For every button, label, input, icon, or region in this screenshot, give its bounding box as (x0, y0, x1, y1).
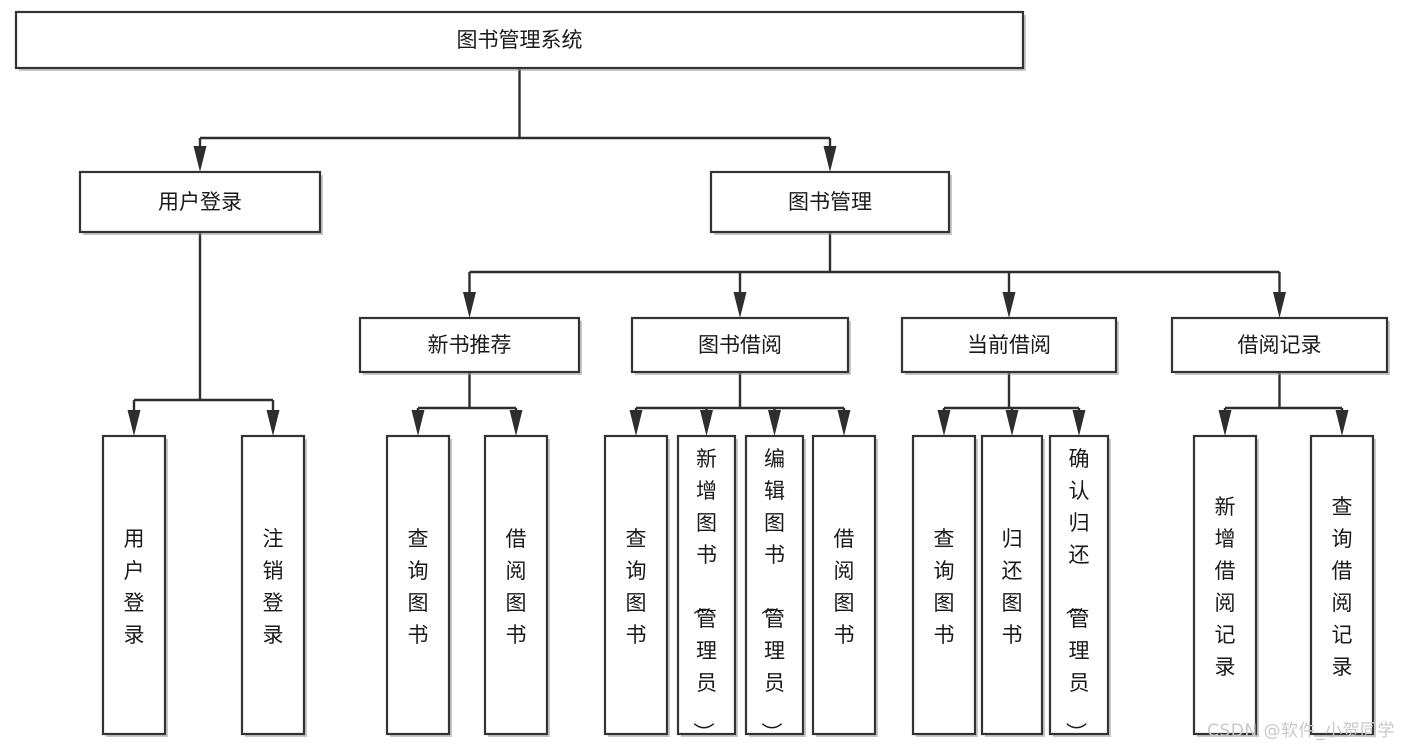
node-leaf-edit-book[interactable]: 编辑图书（管理员） (744, 434, 806, 743)
node-box[interactable] (980, 434, 1044, 736)
node-leaf-query-book-1[interactable]: 查询图书 (385, 434, 452, 737)
node-leaf-borrow-book-1[interactable]: 借阅图书 (483, 434, 550, 737)
node-box[interactable] (676, 434, 737, 736)
node-label: 用户登录 (124, 527, 145, 647)
connector-group-book-borrow (629, 372, 851, 436)
node-label: 用户登录 (158, 190, 242, 214)
node-leaf-query-record[interactable]: 查询借阅记录 (1309, 434, 1376, 737)
connector-group-current-borrow (937, 372, 1086, 436)
node-box[interactable] (1170, 316, 1389, 374)
node-box[interactable] (1309, 434, 1375, 736)
node-label: 编辑图书（管理员） (759, 447, 785, 743)
node-label: 借阅图书 (834, 527, 855, 647)
node-root[interactable]: 图书管理系统 (14, 10, 1026, 71)
nodes-layer: 图书管理系统用户登录图书管理新书推荐图书借阅当前借阅借阅记录用户登录注销登录查询… (14, 10, 1390, 743)
node-label: 图书管理系统 (457, 28, 583, 52)
node-borrow-record[interactable]: 借阅记录 (1170, 316, 1390, 375)
connector-group-user-login (127, 232, 280, 436)
arrow-head-icon (463, 292, 476, 318)
node-box[interactable] (101, 434, 167, 736)
node-box[interactable] (811, 434, 877, 736)
node-label: 查询图书 (408, 527, 429, 647)
node-label: 借阅图书 (506, 527, 527, 647)
arrow-head-icon (509, 410, 523, 436)
arrow-head-icon (1273, 292, 1286, 318)
node-box[interactable] (78, 170, 322, 234)
node-box[interactable] (709, 170, 951, 234)
node-label: 注销登录 (263, 527, 284, 647)
node-leaf-logout[interactable]: 注销登录 (240, 434, 307, 737)
node-label: 图书管理 (788, 190, 872, 214)
arrow-head-icon (768, 410, 781, 436)
arrow-head-icon (629, 410, 643, 436)
arrow-head-icon (266, 410, 280, 436)
arrow-head-icon (837, 410, 851, 436)
node-label: 新增借阅记录 (1215, 495, 1236, 679)
node-label: 图书借阅 (698, 333, 782, 357)
arrow-head-icon (193, 146, 207, 172)
node-box[interactable] (483, 434, 549, 736)
node-box[interactable] (1192, 434, 1258, 736)
connector-group-new-book-recommend (411, 372, 523, 436)
node-book-borrow[interactable]: 图书借阅 (630, 316, 851, 375)
arrow-head-icon (700, 410, 713, 436)
connector-group-root (193, 68, 837, 172)
arrow-head-icon (127, 410, 141, 436)
arrow-head-icon (1218, 410, 1232, 436)
node-leaf-return-book[interactable]: 归还图书 (980, 434, 1045, 737)
node-leaf-query-book-3[interactable]: 查询图书 (911, 434, 978, 737)
node-box[interactable] (603, 434, 669, 736)
arrow-head-icon (1002, 292, 1016, 318)
node-book-manage[interactable]: 图书管理 (709, 170, 952, 235)
arrow-head-icon (733, 292, 747, 318)
connector-group-borrow-record (1218, 372, 1349, 436)
node-leaf-query-book-2[interactable]: 查询图书 (603, 434, 670, 737)
node-box[interactable] (1048, 434, 1110, 736)
connector-group-book-manage (463, 232, 1286, 318)
node-box[interactable] (385, 434, 451, 736)
node-box[interactable] (14, 10, 1025, 70)
connectors-layer (127, 68, 1349, 436)
node-label: 查询图书 (934, 527, 955, 647)
node-new-book-recommend[interactable]: 新书推荐 (358, 316, 582, 375)
arrow-head-icon (1072, 410, 1086, 436)
arrow-head-icon (411, 410, 425, 436)
node-box[interactable] (358, 316, 581, 374)
node-label: 归还图书 (1002, 527, 1023, 647)
node-current-borrow[interactable]: 当前借阅 (900, 316, 1119, 375)
arrow-head-icon (937, 410, 951, 436)
node-box[interactable] (744, 434, 805, 736)
node-user-login[interactable]: 用户登录 (78, 170, 323, 235)
node-leaf-add-book[interactable]: 新增图书（管理员） (676, 434, 738, 743)
node-leaf-user-login[interactable]: 用户登录 (101, 434, 168, 737)
node-label: 新书推荐 (428, 333, 512, 357)
node-leaf-borrow-book-2[interactable]: 借阅图书 (811, 434, 878, 737)
node-leaf-add-record[interactable]: 新增借阅记录 (1192, 434, 1259, 737)
node-leaf-confirm-return[interactable]: 确认归还（管理员） (1048, 434, 1111, 743)
node-box[interactable] (900, 316, 1118, 374)
node-label: 当前借阅 (967, 333, 1051, 357)
node-box[interactable] (911, 434, 977, 736)
node-label: 新增图书（管理员） (691, 447, 717, 743)
arrow-head-icon (1335, 410, 1349, 436)
node-box[interactable] (630, 316, 850, 374)
arrow-head-icon (823, 146, 837, 172)
node-label: 确认归还（管理员） (1064, 447, 1090, 743)
node-label: 查询借阅记录 (1332, 495, 1353, 679)
node-label: 借阅记录 (1238, 333, 1322, 357)
node-label: 查询图书 (626, 527, 647, 647)
arrow-head-icon (1005, 410, 1019, 436)
csdn-watermark: CSDN @软件_小贺同学 (1207, 721, 1395, 741)
node-box[interactable] (240, 434, 306, 736)
